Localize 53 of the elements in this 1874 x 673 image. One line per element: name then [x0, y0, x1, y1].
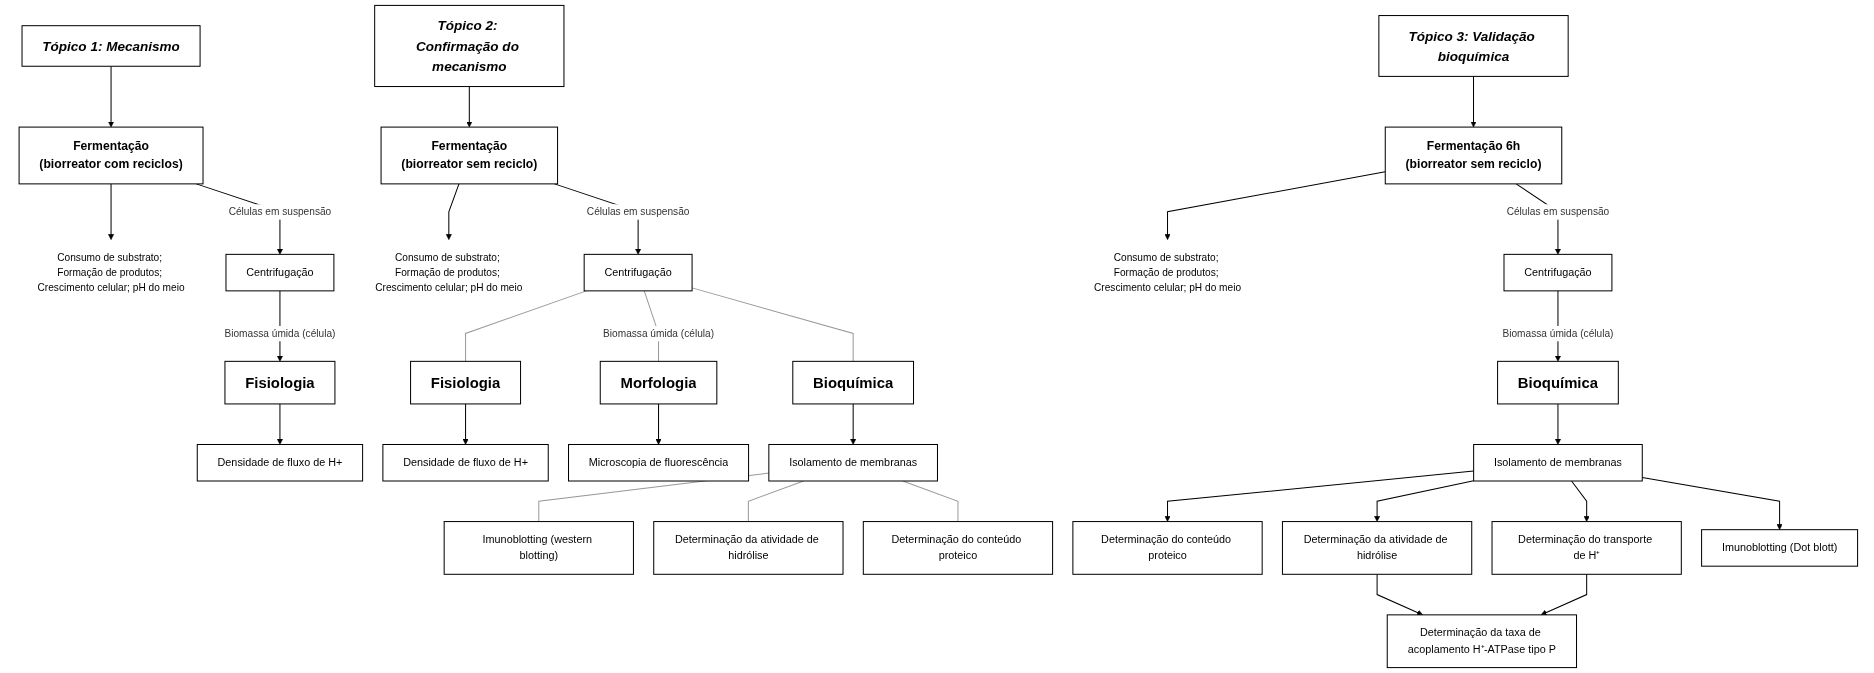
arrow: [108, 65, 115, 128]
connector: [465, 290, 587, 362]
arrow: [1571, 480, 1590, 522]
edge-label: Biomassa úmida (célula): [224, 327, 336, 339]
node-box: Determinação do transporte de H⁺: [1491, 521, 1682, 575]
arrow: [1376, 573, 1423, 616]
node-box: Centrifugação: [583, 253, 693, 292]
arrow: [1374, 480, 1475, 522]
node-box: Tópico 3: Validação bioquímica: [1378, 15, 1569, 77]
node-box: Determinação do conteúdo proteico: [1072, 521, 1263, 575]
edge-label: Células em suspensão: [1506, 205, 1610, 218]
node-box: Determinação do conteúdo proteico: [862, 521, 1054, 575]
node-box: Microscopia de fluorescência: [568, 444, 750, 482]
arrow: [850, 403, 857, 445]
node-box: Densidade de fluxo de H+: [382, 444, 549, 482]
node-box: Determinação da taxa de acoplamento H⁺-ATPase tipo P: [1386, 614, 1578, 669]
edge-label: Biomassa úmida (célula): [1502, 327, 1614, 339]
arrow: [1540, 573, 1588, 616]
node-box: Densidade de fluxo de H+: [196, 444, 364, 482]
arrow: [462, 403, 469, 445]
edge-label: Biomassa úmida (célula): [603, 327, 715, 339]
arrow: [445, 183, 460, 240]
node-text: Consumo de substrato; Formação de produtos; Crescimento celular; pH do meio: [375, 251, 523, 294]
node-box: Imunoblotting (Dot blott): [1701, 529, 1859, 567]
edge-label: Células em suspensão: [586, 205, 690, 218]
node-box: Isolamento de membranas: [768, 444, 938, 482]
arrow: [1164, 470, 1475, 522]
arrow: [1555, 403, 1561, 445]
node-box: Centrifugação: [225, 253, 335, 292]
arrow: [655, 403, 662, 445]
node-box: Bioquímica: [792, 360, 915, 405]
arrow: [1470, 75, 1477, 128]
node-box: Fisiologia: [224, 360, 336, 405]
node-box: Fermentação 6h (biorreator sem reciclo): [1384, 126, 1563, 185]
node-box: Bioquímica: [1497, 360, 1619, 405]
node-box: Centrifugação: [1503, 253, 1613, 292]
edge-label: Células em suspensão: [228, 205, 332, 218]
arrow: [1164, 171, 1386, 240]
node-box: Determinação da atividade de hidrólise: [653, 521, 844, 575]
node-text: Consumo de substrato; Formação de produtos; Crescimento celular; pH do meio: [37, 251, 185, 294]
node-box: Tópico 2: Confirmação do mecanismo: [374, 4, 565, 88]
node-box: Isolamento de membranas: [1473, 444, 1643, 482]
node-box: Morfologia: [599, 360, 718, 405]
node-box: Determinação da atividade de hidrólise: [1281, 521, 1473, 575]
node-box: Fermentação (biorreator sem reciclo): [380, 126, 559, 185]
arrow: [108, 183, 115, 240]
arrow: [276, 403, 283, 445]
node-box: Imunoblotting (western blotting): [443, 521, 634, 575]
arrow: [466, 86, 473, 128]
node-box: Fermentação (biorreator com reciclos): [18, 126, 204, 185]
node-box: Tópico 1: Mecanismo: [21, 25, 201, 67]
node-text: Consumo de substrato; Formação de produtos; Crescimento celular; pH do meio: [1093, 251, 1242, 294]
node-box: Fisiologia: [410, 360, 522, 405]
